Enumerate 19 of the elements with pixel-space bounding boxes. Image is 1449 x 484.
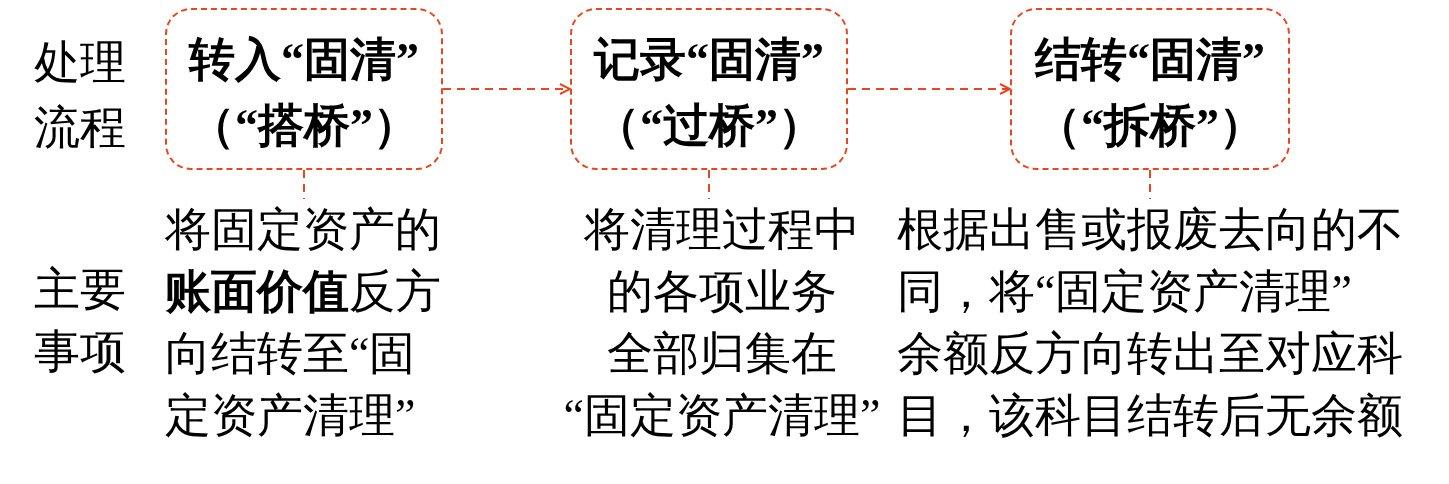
step-subtitle: （“拆桥”）: [1035, 99, 1265, 153]
row-header: 主要事项: [34, 263, 127, 379]
step-subtitle: （“过桥”）: [594, 99, 824, 153]
leader-line: [303, 169, 305, 200]
step-title: 结转“固清”: [1035, 33, 1265, 87]
arrow: [847, 83, 1011, 95]
step-title: 记录“固清”: [594, 33, 824, 87]
leader-line: [1149, 169, 1151, 200]
step-subtitle: （“搭桥”）: [189, 99, 419, 153]
description-text: 将固定资产的账面价值反方向结转至“固定资产清理”: [165, 199, 449, 447]
leader-line: [708, 169, 710, 200]
process-box: [1010, 8, 1290, 170]
arrow: [442, 83, 571, 95]
step-title: 转入“固清”: [189, 33, 419, 87]
process-box: [165, 8, 443, 170]
description-text: 将清理过程中的各项业务全部归集在“固定资产清理”: [552, 199, 892, 447]
process-box: [570, 8, 848, 170]
row-header: 处理流程: [34, 36, 127, 155]
description-text: 根据出售或报废去向的不同，将“固定资产清理”余额反方向转出至对应科目，该科目结转后无余额: [897, 199, 1409, 447]
